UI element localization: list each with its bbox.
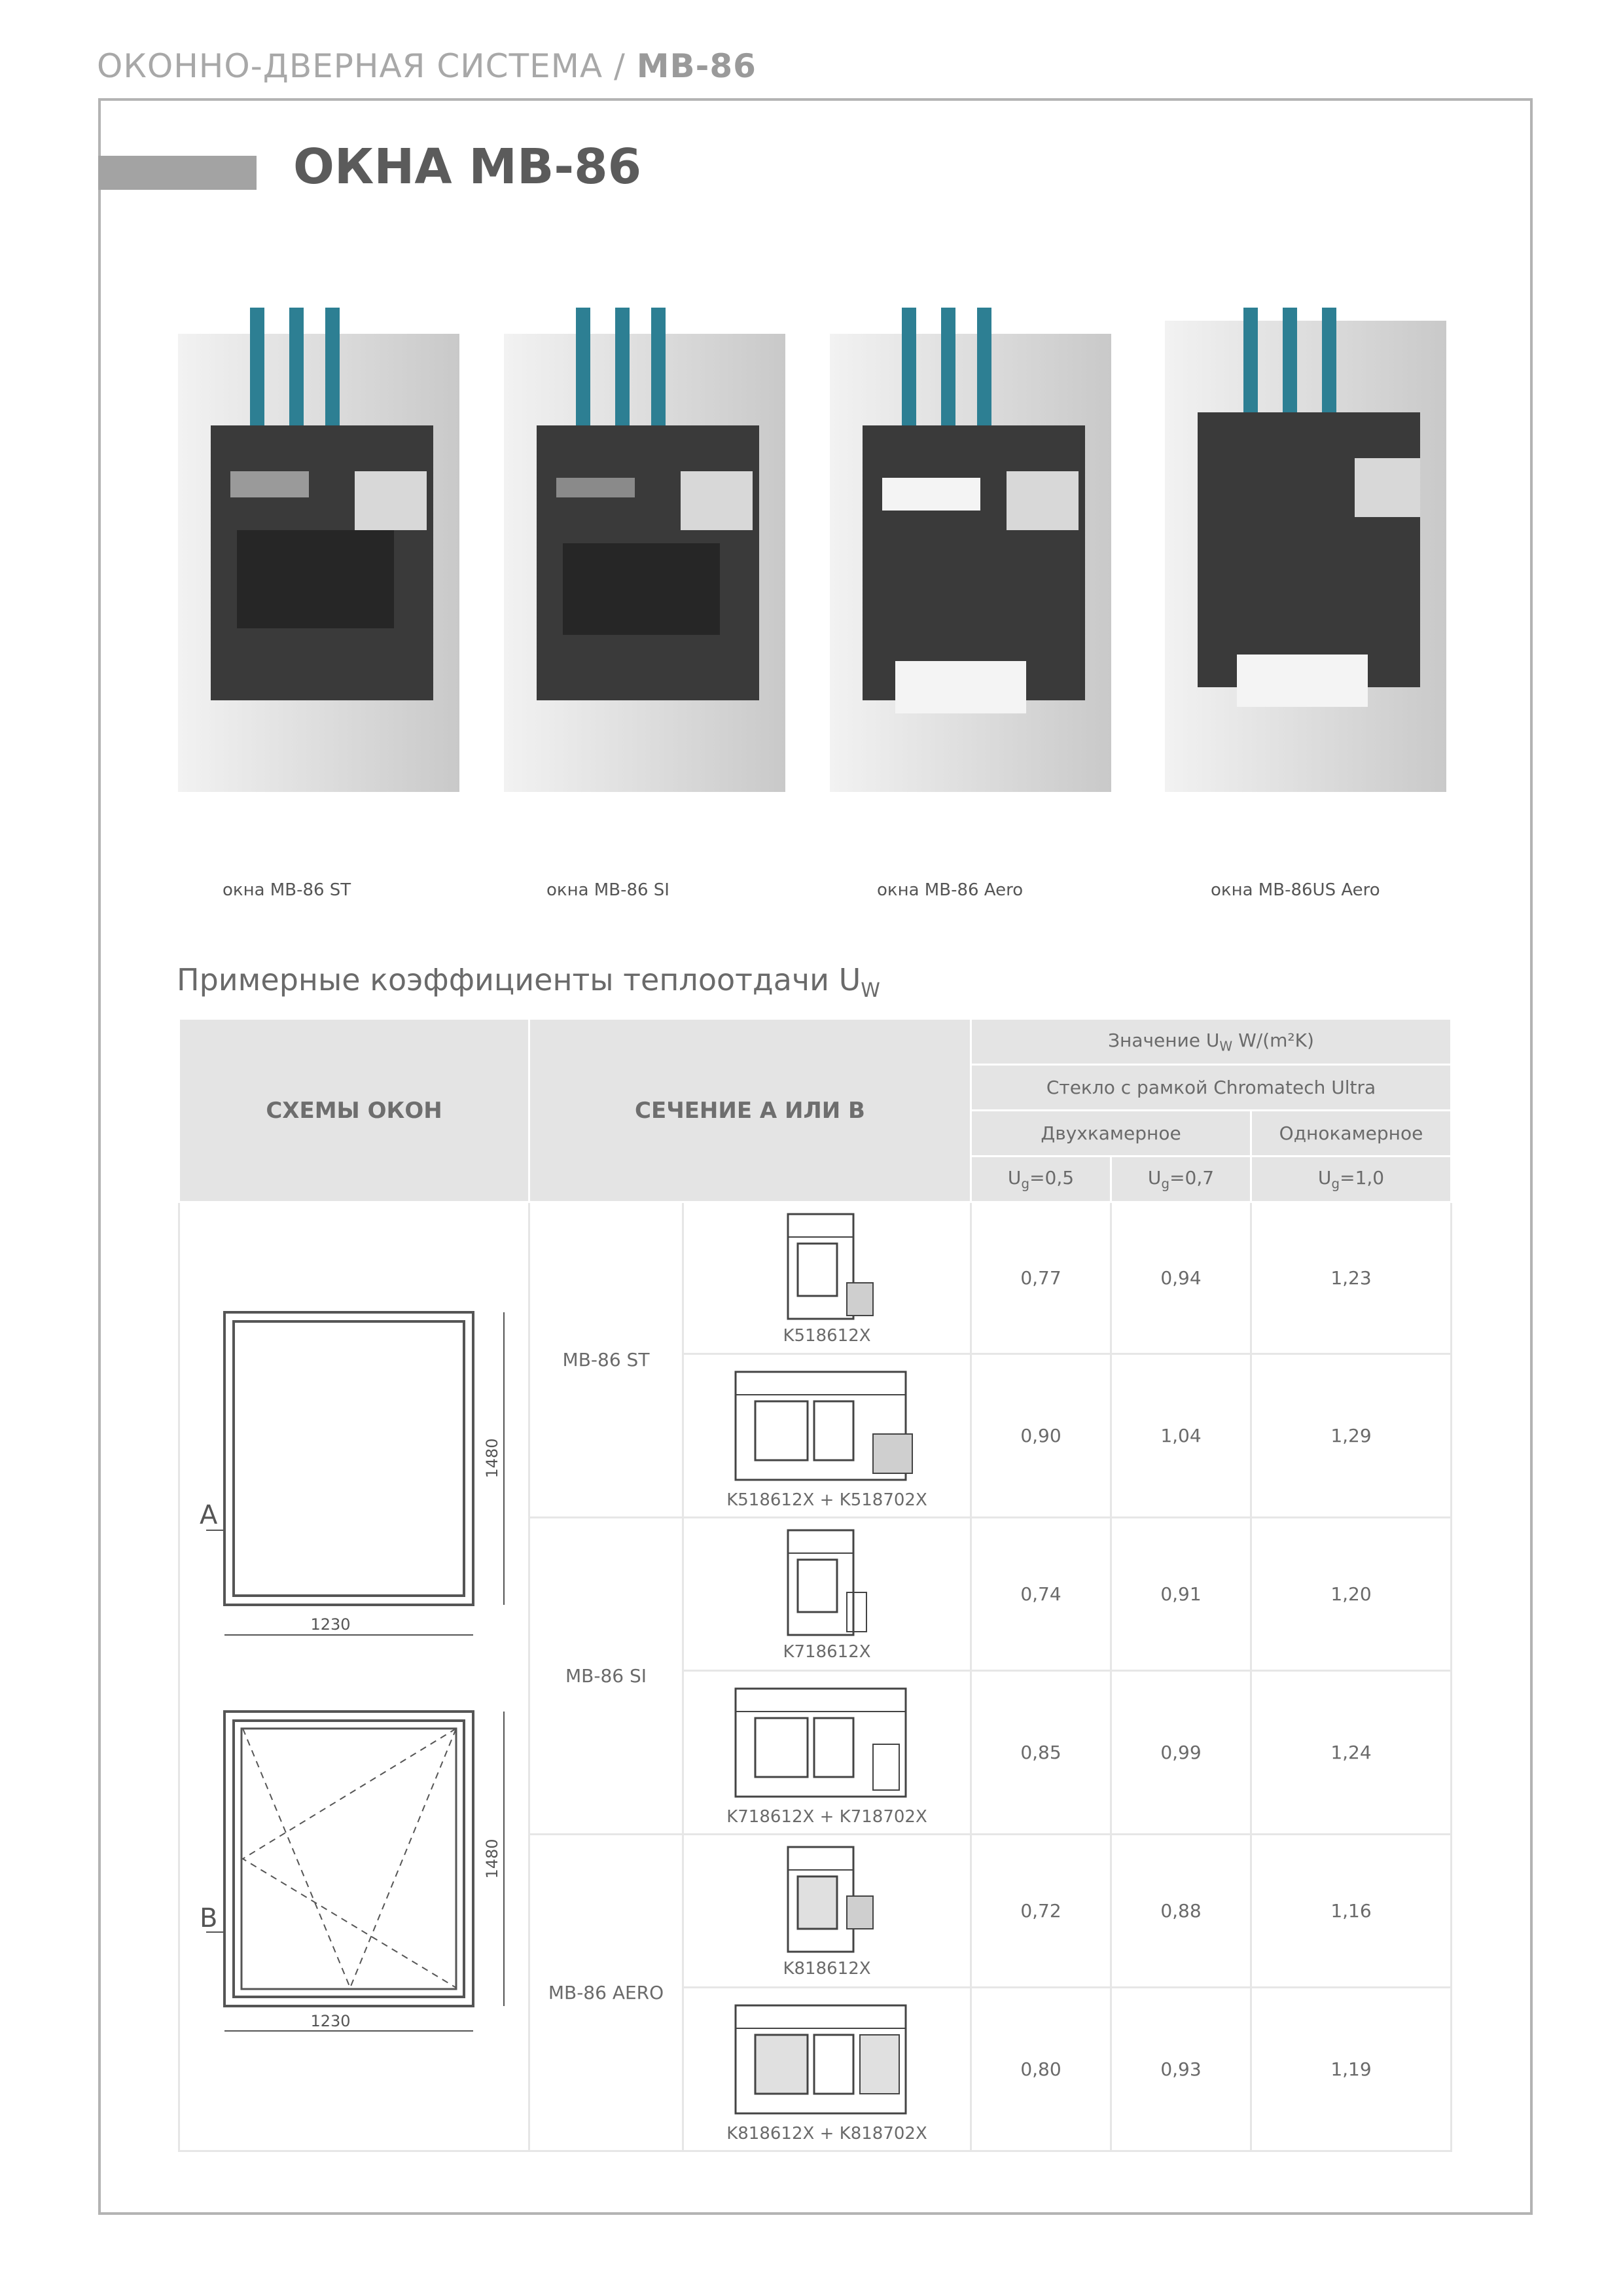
heat-transfer-table: СХЕМЫ ОКОН СЕЧЕНИЕ А ИЛИ В Значение UW W… <box>178 1018 1453 2152</box>
profile-photo-us-aero <box>1165 308 1446 792</box>
section-label: K718612X <box>783 1641 871 1662</box>
value-cell: 1,20 <box>1249 1516 1453 1672</box>
header-ug-07: Ug=0,7 <box>1110 1155 1252 1203</box>
section-label: K518612X + K518702X <box>726 1490 927 1510</box>
section-label: K718612X + K718702X <box>726 1806 927 1827</box>
value-cell: 1,23 <box>1249 1201 1453 1355</box>
caption-aero: окна MB-86 Aero <box>877 880 1024 900</box>
caption-us-aero: окна MB-86US Aero <box>1211 880 1380 900</box>
model-label: MB-86 <box>636 47 757 85</box>
scheme-b-height: 1480 <box>483 1839 501 1878</box>
table-row: K818612X + K818702X 0,80 0,93 1,19 <box>179 1986 1453 2152</box>
subtitle-text: Примерные коэффициенты теплоотдачи U <box>177 962 861 997</box>
section-label: K818612X + K818702X <box>726 2123 927 2144</box>
table-subtitle: Примерные коэффициенты теплоотдачи UW <box>177 962 880 1002</box>
value-cell: 0,74 <box>970 1516 1112 1672</box>
table-row: MB-86 AERO K818612X 0,72 0,88 1,16 <box>179 1833 1453 2152</box>
table-row: K718612X + K718702X 0,85 0,99 1,24 <box>179 1670 1453 1835</box>
header-value: Значение UW W/(m²K) <box>969 1018 1453 1066</box>
value-cell: 0,94 <box>1110 1201 1252 1355</box>
scheme-b-marker: B <box>200 1903 217 1933</box>
header-ug-10: Ug=1,0 <box>1249 1155 1453 1203</box>
value-cell: 0,72 <box>970 1833 1112 1988</box>
profile-photo-st <box>178 308 459 792</box>
section-label: K818612X <box>783 1958 871 1979</box>
table-row: MB-86 SI K718612X 0,74 0,91 1,20 <box>179 1516 1453 1835</box>
scheme-a-width: 1230 <box>310 1615 350 1634</box>
value-cell: 0,88 <box>1110 1833 1252 1988</box>
value-cell: 0,85 <box>970 1670 1112 1835</box>
scheme-a-height: 1480 <box>483 1438 501 1478</box>
section-label: K518612X <box>783 1325 871 1346</box>
header-single: Однокамерное <box>1249 1109 1453 1157</box>
value-cell: 1,29 <box>1249 1353 1453 1518</box>
section-cell: K518612X + K518702X <box>682 1353 972 1518</box>
value-cell: 0,80 <box>970 1986 1112 2152</box>
header-schemes: СХЕМЫ ОКОН <box>178 1018 530 1203</box>
scheme-a-marker: A <box>200 1500 218 1530</box>
title-bar-decoration <box>98 156 257 190</box>
section-cell: K818612X + K818702X <box>682 1986 972 2152</box>
section-drawing <box>787 1529 867 1636</box>
page-title: ОКНА MB-86 <box>293 139 642 195</box>
section-cell: K518612X <box>682 1201 972 1355</box>
value-cell: 1,04 <box>1110 1353 1252 1518</box>
subtitle-sub: W <box>861 979 880 1003</box>
caption-si: окна MB-86 SI <box>546 880 669 900</box>
value-cell: 0,77 <box>970 1201 1112 1355</box>
header-double: Двухкамерное <box>970 1109 1252 1157</box>
group-name-si: MB-86 SI <box>528 1516 684 1835</box>
window-schemes: A 1230 1480 B 1230 1480 <box>200 1311 505 2032</box>
table-row: A 1230 1480 B 1230 1480 MB-86 ST K518612… <box>178 1201 1453 2152</box>
section-drawing <box>734 1371 913 1480</box>
section-drawing <box>787 1213 874 1319</box>
header-glass: Стекло с рамкой Chromatech Ultra <box>969 1064 1453 1111</box>
table-row: K518612X + K518702X 0,90 1,04 1,29 <box>179 1353 1453 1518</box>
section-drawing <box>734 1687 906 1797</box>
value-cell: 1,24 <box>1249 1670 1453 1835</box>
value-cell: 0,99 <box>1110 1670 1252 1835</box>
page-header: ОКОННО-ДВЕРНАЯ СИСТЕМА / MB-86 <box>97 47 757 85</box>
value-cell: 1,16 <box>1249 1833 1453 1988</box>
schemes-cell: A 1230 1480 B 1230 1480 <box>178 1201 530 2152</box>
value-cell: 0,91 <box>1110 1516 1252 1672</box>
section-cell: K818612X <box>682 1833 972 1988</box>
scheme-b-width: 1230 <box>310 2012 350 2030</box>
group-name-st: MB-86 ST <box>528 1201 684 1518</box>
header-ug-05: Ug=0,5 <box>970 1155 1112 1203</box>
profile-photo-si <box>504 308 785 792</box>
section-cell: K718612X <box>682 1516 972 1672</box>
value-cell: 1,19 <box>1249 1986 1453 2152</box>
group-name-aero: MB-86 AERO <box>528 1833 684 2152</box>
section-drawing <box>734 2004 906 2114</box>
series-label: ОКОННО-ДВЕРНАЯ СИСТЕМА / <box>97 47 626 85</box>
value-cell: 0,93 <box>1110 1986 1252 2152</box>
header-section: СЕЧЕНИЕ А ИЛИ В <box>528 1018 972 1203</box>
caption-st: окна MB-86 ST <box>223 880 351 900</box>
value-cell: 0,90 <box>970 1353 1112 1518</box>
section-cell: K718612X + K718702X <box>682 1670 972 1835</box>
section-drawing <box>787 1846 874 1952</box>
profile-photo-aero <box>830 308 1111 792</box>
page-frame <box>98 98 1533 2215</box>
